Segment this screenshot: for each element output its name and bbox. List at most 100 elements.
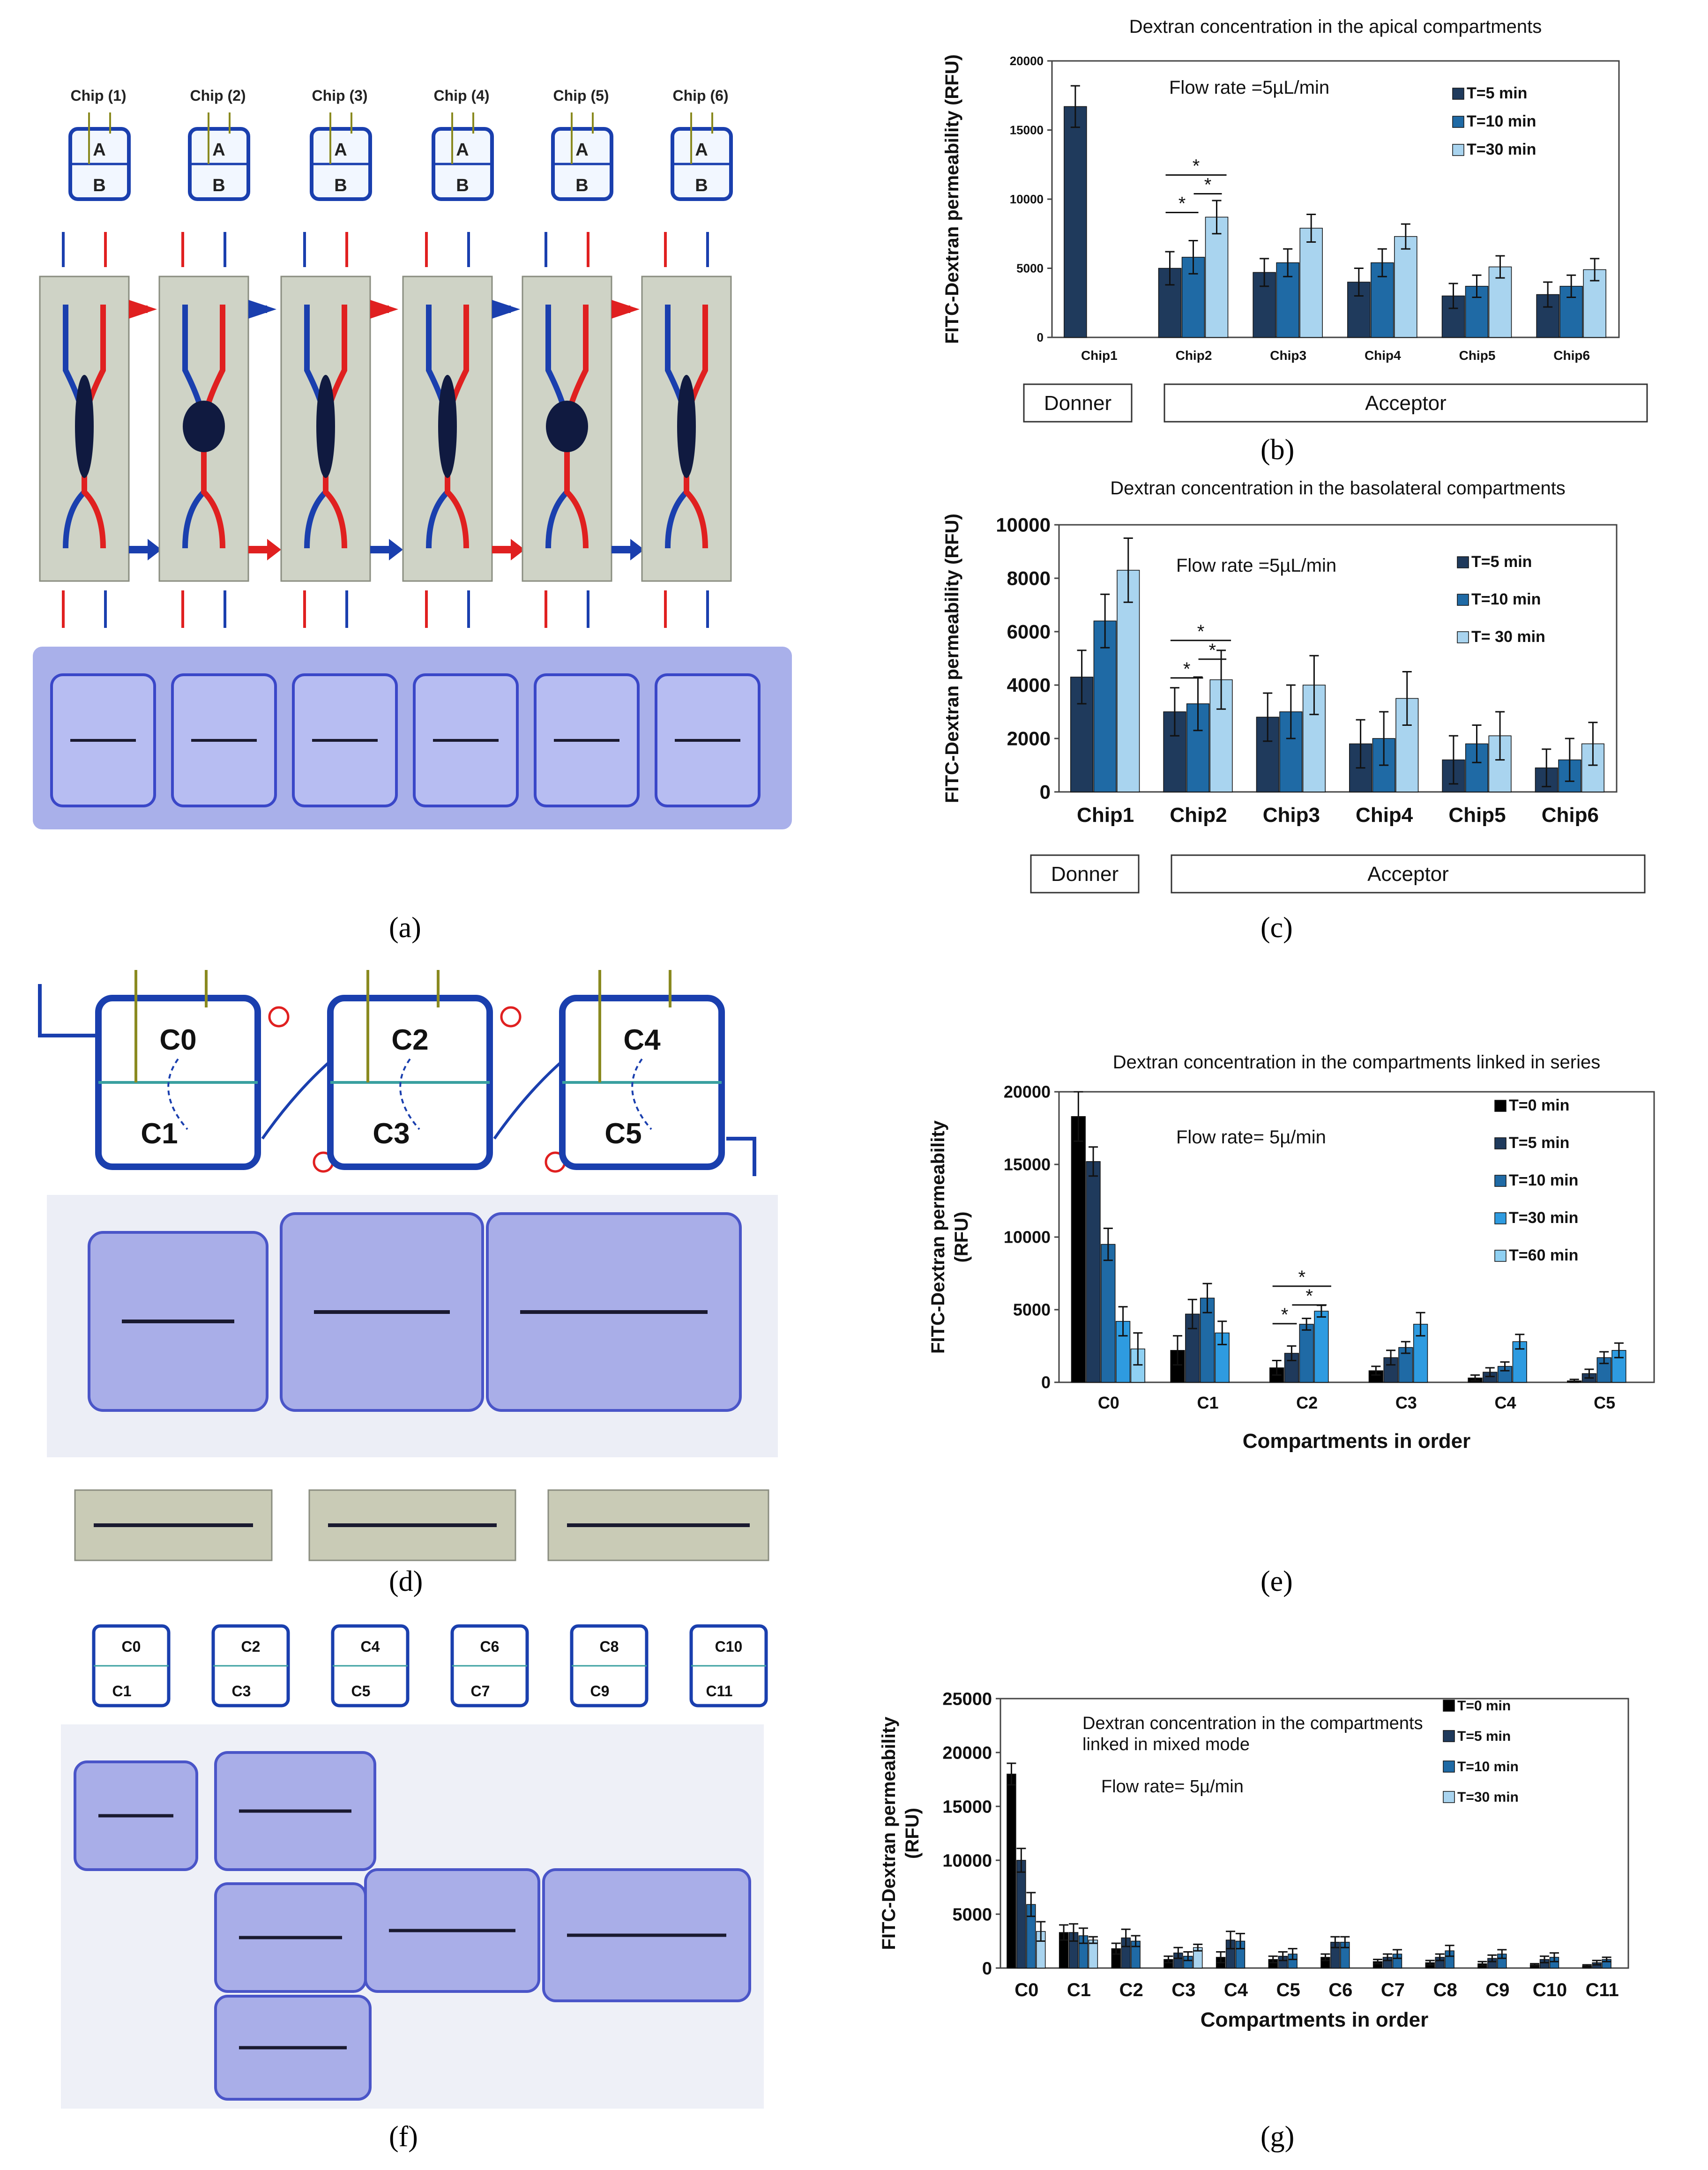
legend-swatch bbox=[1494, 1100, 1507, 1112]
compartment-top-label: C0 bbox=[159, 1024, 196, 1056]
chip-label-b: B bbox=[456, 176, 469, 195]
x-tick-label: C5 bbox=[1276, 1980, 1300, 2000]
legend-label: T=5 min bbox=[1509, 1134, 1569, 1152]
legend-swatch bbox=[1457, 556, 1469, 568]
mixed-top-label: C8 bbox=[600, 1638, 619, 1655]
mixed-top-label: C2 bbox=[241, 1638, 261, 1655]
x-tick-label: Chip6 bbox=[1553, 348, 1590, 363]
x-tick-label: C4 bbox=[1224, 1980, 1248, 2000]
y-tick-label: 15000 bbox=[1010, 123, 1044, 137]
y-tick-label: 5000 bbox=[952, 1905, 992, 1924]
y-tick-label: 15000 bbox=[942, 1797, 992, 1817]
legend-label: T=10 min bbox=[1471, 590, 1541, 608]
x-tick-label: C3 bbox=[1395, 1393, 1417, 1412]
chip-label-a: A bbox=[456, 140, 469, 160]
x-tick-label: C0 bbox=[1014, 1980, 1038, 2000]
group-label-donner: Donner bbox=[1051, 863, 1119, 886]
connector-line bbox=[612, 306, 630, 313]
connector-arrow bbox=[511, 539, 525, 560]
compartment-bottom-label: C5 bbox=[604, 1118, 641, 1150]
chip-chamber bbox=[75, 375, 94, 478]
y-tick-label: 5000 bbox=[1016, 261, 1044, 276]
chip-title: Chip (1) bbox=[70, 87, 126, 104]
link-tube bbox=[261, 1058, 334, 1140]
chart-annotation: Flow rate= 5µ/min bbox=[1101, 1777, 1244, 1797]
connector-arrow bbox=[148, 539, 162, 560]
chip-chamber bbox=[677, 375, 696, 478]
x-tick-label: Chip5 bbox=[1448, 804, 1506, 827]
x-tick-label: C11 bbox=[1586, 1980, 1619, 2000]
plot-area bbox=[1058, 524, 1618, 793]
x-tick-label: C3 bbox=[1171, 1980, 1195, 2000]
compartment-top-label: C4 bbox=[623, 1024, 661, 1056]
plot-area bbox=[999, 1698, 1629, 1969]
chart-c: Dextran concentration in the basolateral… bbox=[918, 473, 1678, 918]
y-tick-label: 0 bbox=[982, 1959, 992, 1978]
connector-line bbox=[129, 306, 148, 313]
connector-line bbox=[248, 546, 267, 553]
diffusion-path bbox=[399, 1058, 420, 1130]
legend-label: T=10 min bbox=[1509, 1171, 1578, 1189]
chip-title: Chip (4) bbox=[433, 87, 489, 104]
connector-arrow bbox=[389, 539, 403, 560]
chip-label-b: B bbox=[334, 176, 347, 195]
chip-photo bbox=[39, 276, 130, 582]
connector-line bbox=[612, 546, 630, 553]
chart-b-svg: Dextran concentration in the apical comp… bbox=[942, 16, 1648, 423]
legend-swatch bbox=[1452, 88, 1464, 100]
connector-line bbox=[370, 306, 389, 313]
connector-line bbox=[492, 306, 511, 313]
chart-title: linked in mixed mode bbox=[1082, 1735, 1250, 1754]
bar bbox=[1170, 1350, 1185, 1383]
chip-label-a: A bbox=[212, 140, 225, 160]
group-box-acceptor bbox=[1171, 854, 1646, 894]
chart-annotation: Flow rate= 5µ/min bbox=[1176, 1127, 1326, 1148]
x-axis-label: Compartments in order bbox=[1243, 1430, 1471, 1453]
bar bbox=[1314, 1311, 1329, 1383]
closed-valve-icon bbox=[500, 1006, 522, 1028]
group-label-acceptor: Acceptor bbox=[1367, 863, 1449, 886]
bar bbox=[1071, 1116, 1086, 1383]
significance-star: * bbox=[1178, 194, 1186, 214]
x-tick-label: C2 bbox=[1296, 1393, 1318, 1412]
x-tick-label: Chip6 bbox=[1542, 804, 1599, 827]
chip-label-a: A bbox=[575, 140, 588, 160]
chip-title: Chip (2) bbox=[190, 87, 246, 104]
x-tick-label: Chip3 bbox=[1263, 804, 1320, 827]
legend-label: T=10 min bbox=[1467, 112, 1536, 130]
x-tick-label: Chip1 bbox=[1081, 348, 1118, 363]
mixed-bottom-label: C3 bbox=[232, 1683, 251, 1700]
legend-swatch bbox=[1443, 1700, 1455, 1712]
mixed-bottom-label: C11 bbox=[706, 1683, 733, 1700]
mixed-top-label: C6 bbox=[480, 1638, 500, 1655]
bar bbox=[1101, 1244, 1116, 1383]
y-tick-label: 10000 bbox=[996, 514, 1051, 536]
legend-label: T=30 min bbox=[1467, 141, 1536, 158]
y-tick-label: 20000 bbox=[1004, 1082, 1051, 1102]
y-axis-label: FITC-Dextran permeability bbox=[879, 1716, 899, 1950]
group-label-donner: Donner bbox=[1044, 392, 1111, 415]
bar bbox=[1088, 1939, 1098, 1969]
connector-line bbox=[370, 546, 389, 553]
legend-label: T=5 min bbox=[1471, 553, 1532, 571]
y-axis-label: (RFU) bbox=[951, 1212, 972, 1263]
panel-label-e: (e) bbox=[1260, 1566, 1293, 1597]
chip-label-b: B bbox=[212, 176, 225, 195]
mixed-bottom-label: C1 bbox=[112, 1683, 132, 1700]
y-tick-label: 0 bbox=[1040, 781, 1051, 803]
diffusion-path bbox=[167, 1058, 188, 1130]
chip-chamber bbox=[316, 375, 335, 478]
y-tick-label: 15000 bbox=[1004, 1155, 1051, 1174]
legend-swatch bbox=[1494, 1137, 1507, 1149]
legend-label: T= 30 min bbox=[1471, 628, 1545, 646]
chip-chamber bbox=[546, 401, 588, 452]
legend-swatch bbox=[1443, 1791, 1455, 1803]
bar bbox=[1016, 1860, 1026, 1969]
mixed-bottom-label: C9 bbox=[590, 1683, 610, 1700]
group-label-acceptor: Acceptor bbox=[1365, 392, 1447, 415]
x-tick-label: Chip1 bbox=[1077, 804, 1134, 827]
diffusion-path bbox=[631, 1058, 652, 1130]
chart-b: Dextran concentration in the apical comp… bbox=[918, 9, 1678, 469]
